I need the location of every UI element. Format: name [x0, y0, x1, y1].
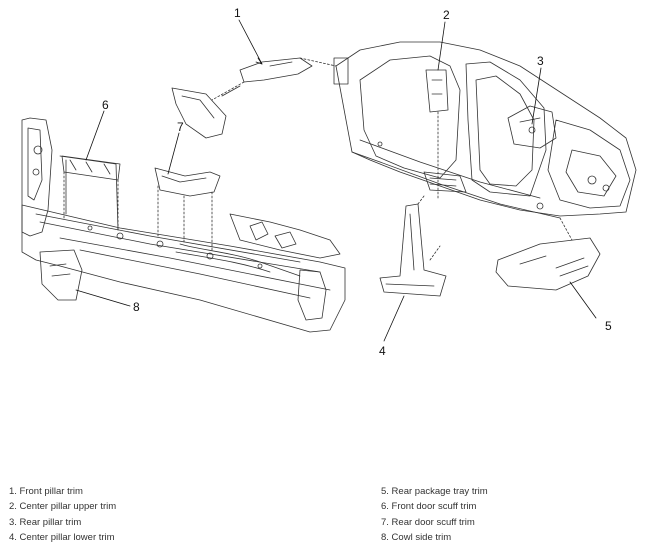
center-pillar-lower-trim-part [379, 195, 447, 297]
exploded-parts-diagram: 1 2 3 4 5 6 7 8 [21, 6, 637, 358]
callout-5: 5 [605, 319, 612, 333]
center-pillar-upper-trim-part [425, 69, 449, 201]
legend-item: 3. Rear pillar trim [9, 516, 82, 528]
legend-item: 4. Center pillar lower trim [9, 531, 115, 543]
legend-item: 1. Front pillar trim [9, 486, 83, 497]
callout-2: 2 [443, 8, 450, 22]
callout-7: 7 [177, 120, 184, 134]
right-body-side-section [333, 41, 637, 219]
legend-left-column: 1. Front pillar trim 2. Center pillar up… [9, 484, 116, 545]
front-pillar-trim-part [171, 57, 337, 139]
rear-door-scuff-trim-part [154, 167, 221, 251]
callout-4: 4 [379, 344, 386, 358]
legend-item: 7. Rear door scuff trim [381, 516, 475, 528]
front-door-scuff-trim-part [61, 155, 121, 231]
left-floor-body-section [21, 117, 346, 333]
legend-item: 6. Front door scuff trim [381, 501, 477, 513]
legend-item: 2. Center pillar upper trim [9, 501, 117, 513]
callout-3: 3 [537, 54, 544, 68]
callout-8: 8 [133, 300, 140, 314]
callout-leaders [75, 19, 597, 342]
cowl-side-trim-part [39, 249, 83, 301]
legend-item: 8. Cowl side trim [381, 531, 452, 543]
legend-right-column: 5. Rear package tray trim 6. Front door … [381, 484, 488, 545]
callout-6: 6 [102, 98, 109, 112]
callout-1: 1 [234, 6, 241, 20]
rear-pillar-trim-part [507, 105, 557, 149]
rear-package-tray-trim-part [495, 217, 601, 291]
legend-item: 5. Rear package tray trim [381, 486, 488, 497]
